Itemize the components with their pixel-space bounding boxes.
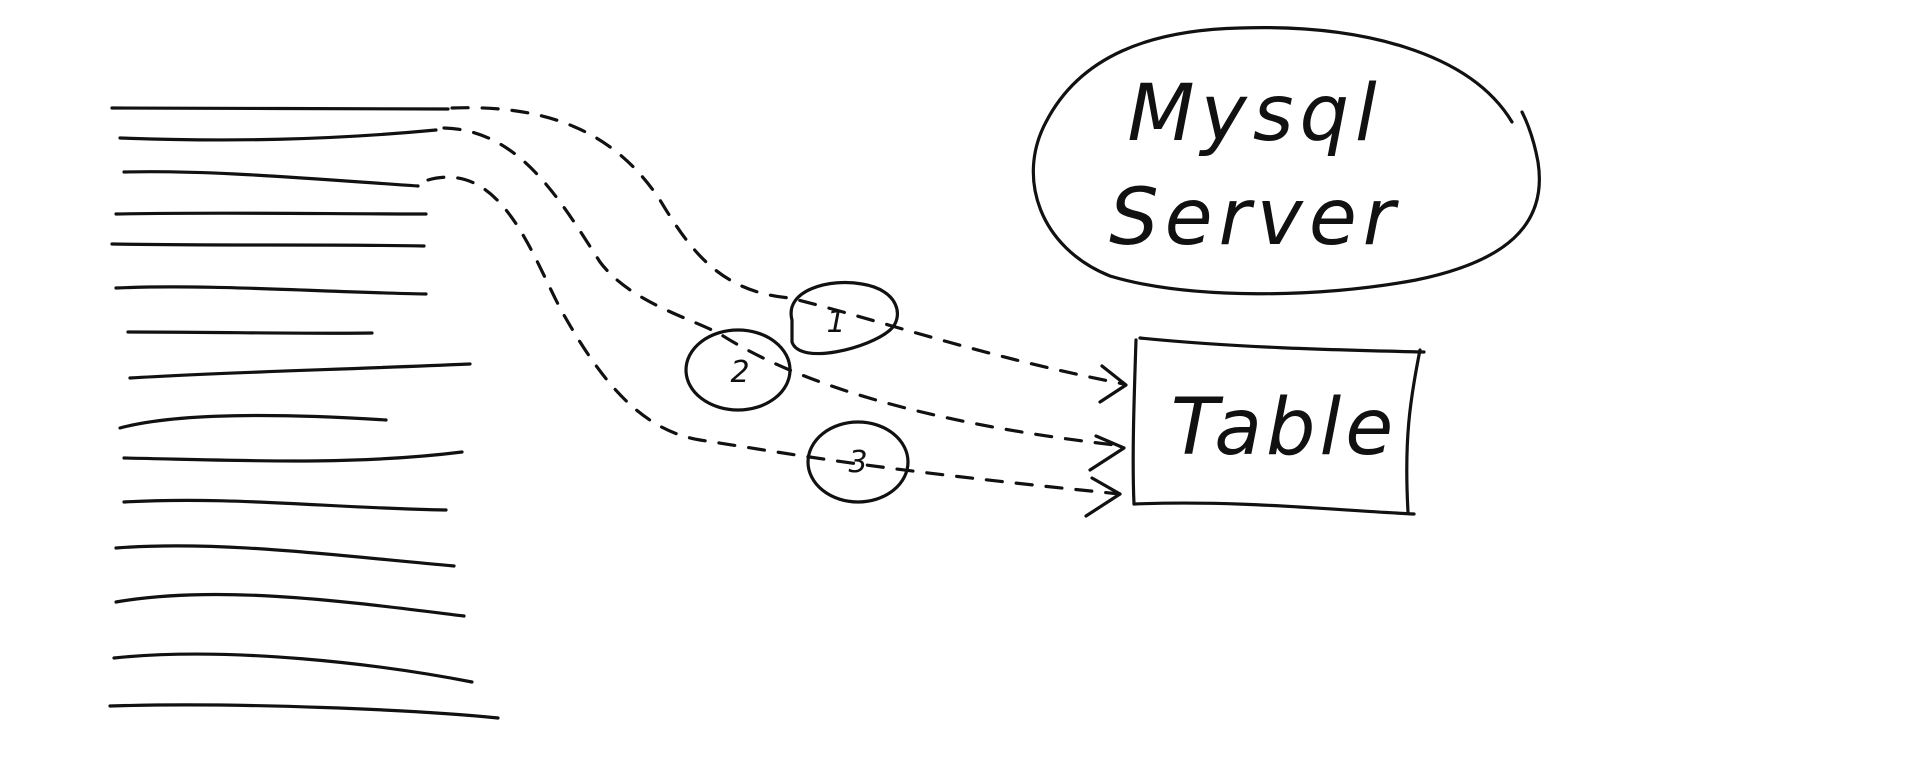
connection-path-2 [442,126,1126,448]
server-ellipse [1031,26,1541,296]
row-line [122,450,464,463]
arrowhead-1 [1098,364,1128,404]
arrowheads [1084,364,1128,518]
row-line [122,498,448,512]
row-line [128,362,472,380]
connection-path-1 [450,106,1126,386]
row-line [108,703,500,720]
arrowhead-3 [1084,476,1122,518]
server-label-line1: Mysql [1127,69,1382,159]
row-line [112,652,474,684]
table-node: Table [1131,336,1426,516]
step-bubble-3: 3 [806,420,910,504]
step-bubble-1: 1 [789,280,899,356]
row-line [118,414,388,430]
connection-path-3 [426,175,1122,496]
row-line [126,330,374,335]
row-line [114,211,428,216]
row-line [118,128,438,142]
row-line [114,592,466,618]
row-list [108,106,500,720]
step-label-2: 2 [730,355,749,390]
step-bubble-2: 2 [684,328,792,412]
arrowhead-2 [1088,434,1126,472]
table-box-left [1131,338,1138,506]
row-line [110,242,426,248]
row-line [114,285,428,296]
row-line [122,170,420,188]
table-box-bottom [1132,501,1416,516]
row-line [110,106,450,111]
connection-paths [426,106,1126,496]
table-label: Table [1171,383,1397,473]
table-box-top [1138,336,1426,354]
step-label-3: 3 [848,445,867,480]
row-line [114,544,456,568]
server-label-line2: Server [1109,173,1401,263]
table-box-right [1405,348,1422,514]
step-label-1: 1 [826,305,845,340]
mysql-server-node: Mysql Server [1031,26,1541,296]
